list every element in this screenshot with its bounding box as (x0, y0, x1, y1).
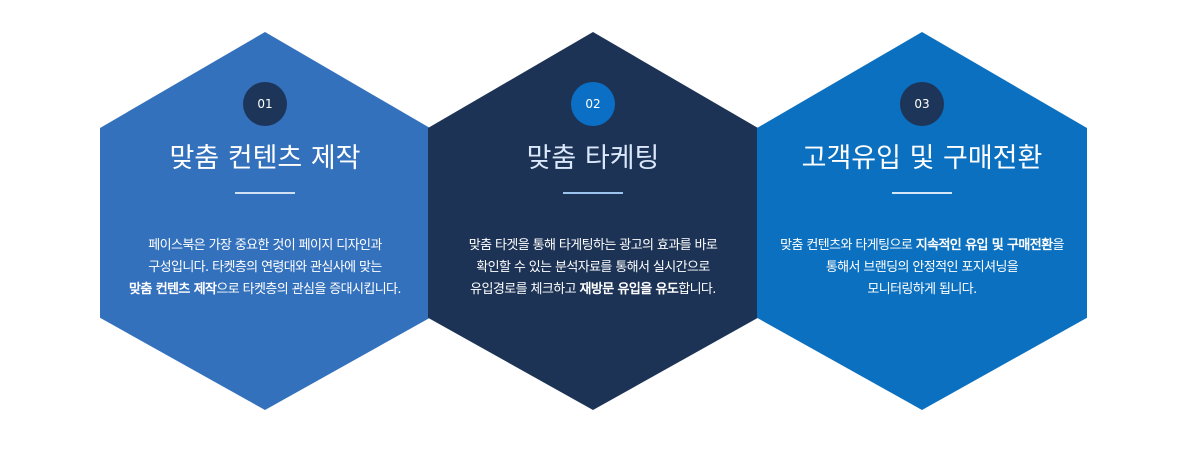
title-divider (892, 192, 952, 194)
description-text: 구성입니다. 타켓층의 연령대와 관심사에 맞는 (148, 260, 382, 275)
title-divider (563, 192, 623, 194)
hexagon-card-targeting: 02 맞춤 타케팅 맞춤 타겟을 통해 타게팅하는 광고의 효과를 바로 확인할… (428, 32, 758, 410)
hexagon-card-conversion: 03 고객유입 및 구매전환 맞춤 컨텐츠와 타게팅으로 지속적인 유입 및 구… (757, 32, 1087, 410)
description-line: 모니터링하게 됩니다. (757, 279, 1087, 301)
description-text: 맞춤 컨텐츠와 타게팅으로 (780, 238, 916, 253)
description-text: 페이스북은 가장 중요한 것이 페이지 디자인과 (148, 238, 382, 253)
description-text: 모니터링하게 됩니다. (867, 282, 977, 297)
description-highlight: 재방문 유입을 유도 (579, 282, 679, 297)
step-number-badge: 03 (900, 82, 944, 126)
description-line: 맞춤 타겟을 통해 타게팅하는 광고의 효과를 바로 (428, 235, 758, 257)
description-line: 맞춤 컨텐츠와 타게팅으로 지속적인 유입 및 구매전환을 (757, 235, 1087, 257)
description-highlight: 맞춤 컨텐츠 제작 (129, 282, 217, 297)
card-description: 페이스북은 가장 중요한 것이 페이지 디자인과 구성입니다. 타켓층의 연령대… (100, 235, 430, 301)
description-text: 확인할 수 있는 분석자료를 통해서 실시간으로 (476, 260, 710, 275)
hexagon-card-content-production: 01 맞춤 컨텐츠 제작 페이스북은 가장 중요한 것이 페이지 디자인과 구성… (100, 32, 430, 410)
card-title: 맞춤 컨텐츠 제작 (169, 143, 361, 174)
card-title: 맞춤 타케팅 (526, 143, 660, 174)
description-line: 확인할 수 있는 분석자료를 통해서 실시간으로 (428, 257, 758, 279)
description-text: 을 (1052, 238, 1064, 253)
step-number-badge: 01 (243, 82, 287, 126)
description-text: 합니다. (678, 282, 716, 297)
card-title: 고객유입 및 구매전환 (801, 143, 1043, 174)
card-description: 맞춤 컨텐츠와 타게팅으로 지속적인 유입 및 구매전환을 통해서 브랜딩의 안… (757, 235, 1087, 301)
description-line: 맞춤 컨텐츠 제작으로 타켓층의 관심을 증대시킵니다. (100, 279, 430, 301)
title-divider (235, 192, 295, 194)
description-line: 페이스북은 가장 중요한 것이 페이지 디자인과 (100, 235, 430, 257)
description-line: 구성입니다. 타켓층의 연령대와 관심사에 맞는 (100, 257, 430, 279)
description-text: 유입경로를 체크하고 (470, 282, 580, 297)
description-text: 통해서 브랜딩의 안정적인 포지셔닝을 (825, 260, 1019, 275)
description-highlight: 지속적인 유입 및 구매전환 (915, 238, 1053, 253)
step-number-badge: 02 (571, 82, 615, 126)
description-text: 으로 타켓층의 관심을 증대시킵니다. (216, 282, 401, 297)
description-line: 유입경로를 체크하고 재방문 유입을 유도합니다. (428, 279, 758, 301)
description-text: 맞춤 타겟을 통해 타게팅하는 광고의 효과를 바로 (468, 238, 718, 253)
description-line: 통해서 브랜딩의 안정적인 포지셔닝을 (757, 257, 1087, 279)
card-description: 맞춤 타겟을 통해 타게팅하는 광고의 효과를 바로 확인할 수 있는 분석자료… (428, 235, 758, 301)
